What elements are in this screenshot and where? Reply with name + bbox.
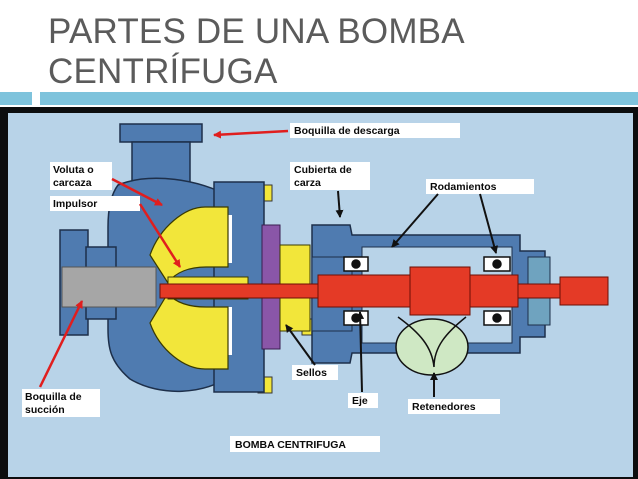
black-arrows <box>285 190 499 397</box>
svg-text:Eje: Eje <box>352 395 368 407</box>
pointer-arrows <box>38 129 289 388</box>
svg-text:Rodamientos: Rodamientos <box>430 181 497 193</box>
label-boquilla-succion: Boquilla de succión <box>22 389 100 417</box>
bearings <box>343 256 511 326</box>
svg-text:Boquilla de descarga: Boquilla de descarga <box>294 125 400 137</box>
label-caption: BOMBA CENTRIFUGA <box>230 436 380 452</box>
label-eje: Eje <box>348 393 378 408</box>
impeller-bottom <box>149 291 229 370</box>
svg-text:succión: succión <box>25 404 65 416</box>
retainer-lines <box>397 316 467 368</box>
suction-bore <box>61 266 157 308</box>
slide-title: PARTES DE UNA BOMBA CENTRÍFUGA <box>48 12 608 92</box>
oil-retainer-ring <box>395 318 469 376</box>
svg-text:carza: carza <box>294 177 321 189</box>
svg-text:BOMBA CENTRIFUGA: BOMBA CENTRIFUGA <box>235 439 346 451</box>
svg-text:Sellos: Sellos <box>296 367 327 379</box>
shaft-coupling-end <box>559 276 609 306</box>
pump-diagram: Boquilla de descarga Voluta o carcaza Im… <box>8 113 633 477</box>
svg-text:Retenedores: Retenedores <box>412 401 476 413</box>
pump-diagram-frame: Boquilla de descarga Voluta o carcaza Im… <box>0 107 638 479</box>
shaft-collar <box>409 266 471 316</box>
title-accent-bar <box>40 92 638 105</box>
label-sellos: Sellos <box>292 365 338 380</box>
label-voluta: Voluta o carcaza <box>50 162 112 190</box>
slide-title-line2: CENTRÍFUGA <box>48 52 278 91</box>
slide-title-line1: PARTES DE UNA BOMBA <box>48 12 465 51</box>
title-accent-block <box>0 92 32 105</box>
label-rodamientos: Rodamientos <box>426 179 534 194</box>
label-boquilla-descarga: Boquilla de descarga <box>290 123 460 138</box>
svg-text:Boquilla de: Boquilla de <box>25 391 82 403</box>
svg-text:Voluta o: Voluta o <box>53 164 94 176</box>
svg-text:carcaza: carcaza <box>53 177 92 189</box>
label-retenedores: Retenedores <box>408 399 500 414</box>
svg-text:Cubierta de: Cubierta de <box>294 164 352 176</box>
svg-text:Impulsor: Impulsor <box>53 198 97 210</box>
label-cubierta: Cubierta de carza <box>290 162 370 190</box>
discharge-flange <box>119 123 203 143</box>
label-impulsor: Impulsor <box>50 196 140 211</box>
impeller-top <box>149 206 229 285</box>
